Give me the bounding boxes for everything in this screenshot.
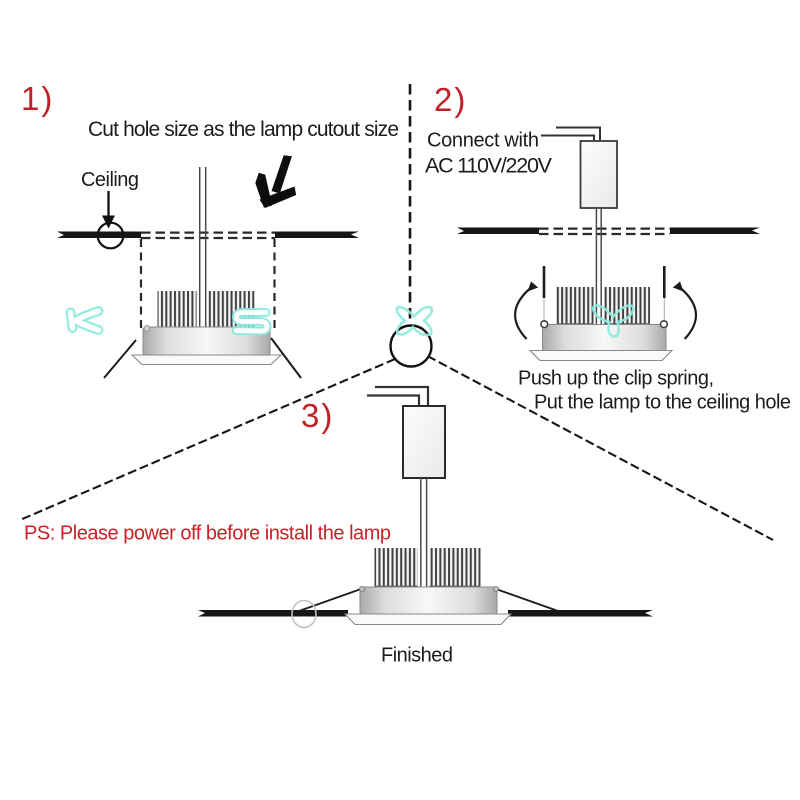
svg-text:Ceiling: Ceiling [81,169,139,191]
svg-text:Put the lamp to the ceiling ho: Put the lamp to the ceiling hole [534,392,791,414]
svg-text:Finished: Finished [381,645,453,667]
svg-text:Cut hole size as the lamp cuto: Cut hole size as the lamp cutout size [88,118,399,141]
svg-text:PS: Please power off before in: PS: Please power off before install the … [24,523,391,545]
svg-text:2): 2) [434,81,465,118]
svg-text:3): 3) [301,397,332,434]
svg-text:Connect with: Connect with [427,130,539,152]
svg-text:1): 1) [21,80,52,117]
svg-text:Push up the clip spring,: Push up the clip spring, [518,368,714,390]
svg-text:AC 110V/220V: AC 110V/220V [425,154,553,178]
